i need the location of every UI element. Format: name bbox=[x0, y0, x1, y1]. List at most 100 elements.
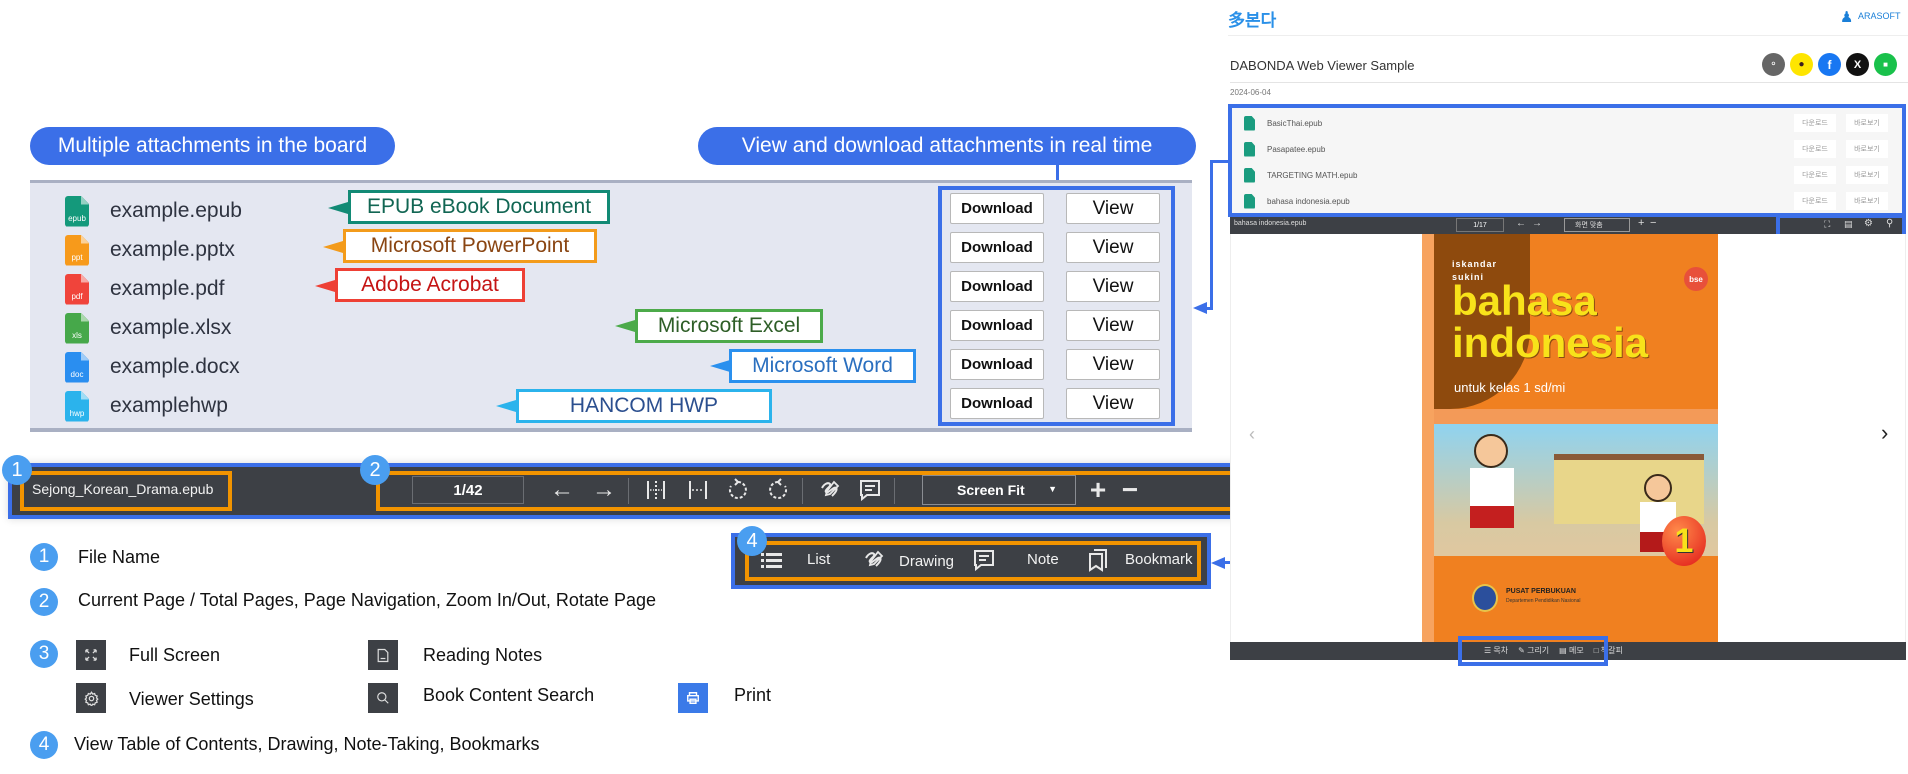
view-button[interactable]: View bbox=[1066, 271, 1160, 302]
arrow-right-icon[interactable]: → bbox=[592, 476, 616, 503]
file-row-epub[interactable]: epub example.epub bbox=[65, 195, 242, 227]
arrow-right-icon[interactable]: → bbox=[1532, 218, 1542, 229]
chevron-left-icon[interactable]: ‹ bbox=[1249, 424, 1255, 444]
drawing-pen-icon[interactable] bbox=[816, 476, 844, 504]
note-label[interactable]: Note bbox=[1027, 551, 1059, 568]
rotate-right-icon[interactable] bbox=[764, 476, 792, 504]
bookmark-label[interactable]: Bookmark bbox=[1125, 551, 1193, 568]
share-kakao-icon[interactable]: ● bbox=[1790, 53, 1813, 76]
file-name[interactable]: example.xlsx bbox=[110, 316, 232, 339]
fit-height-icon[interactable] bbox=[642, 476, 670, 504]
attachment-name[interactable]: Pasapatee.epub bbox=[1267, 144, 1326, 154]
list-icon[interactable] bbox=[759, 547, 785, 573]
file-row-hwp[interactable]: hwp examplehwp bbox=[65, 390, 228, 422]
attachment-name[interactable]: TARGETING MATH.epub bbox=[1267, 170, 1358, 180]
separator bbox=[894, 478, 895, 504]
viewer-view-button[interactable]: 바로보기 bbox=[1846, 166, 1888, 184]
search-icon[interactable]: ⚲ bbox=[1886, 218, 1894, 229]
tag-pointer bbox=[328, 202, 348, 214]
attachment-name[interactable]: bahasa indonesia.epub bbox=[1267, 196, 1350, 206]
view-button[interactable]: View bbox=[1066, 310, 1160, 341]
tag-pointer bbox=[323, 241, 343, 253]
arrow-left-icon[interactable]: ← bbox=[550, 476, 574, 503]
viewer-download-button[interactable]: 다운로드 bbox=[1794, 166, 1836, 184]
file-name[interactable]: example.pptx bbox=[110, 238, 235, 261]
legend-viewer-settings: Viewer Settings bbox=[129, 689, 254, 709]
rotate-left-icon[interactable] bbox=[724, 476, 752, 504]
legend-navigation: Current Page / Total Pages, Page Navigat… bbox=[78, 590, 657, 610]
zoom-out-icon[interactable]: − bbox=[1650, 217, 1657, 229]
viewer-attachment-row[interactable]: Pasapatee.epub bbox=[1244, 138, 1325, 160]
pdf-file-icon: pdf bbox=[65, 273, 89, 305]
view-button[interactable]: View bbox=[1066, 232, 1160, 263]
download-button[interactable]: Download bbox=[950, 232, 1044, 263]
file-row-pdf[interactable]: pdf example.pdf bbox=[65, 273, 224, 305]
mini-zoom-select[interactable]: 화면 맞춤 bbox=[1564, 218, 1630, 232]
share-x-icon[interactable]: X bbox=[1846, 53, 1869, 76]
viewer-view-button[interactable]: 바로보기 bbox=[1846, 114, 1888, 132]
attachment-name[interactable]: BasicThai.epub bbox=[1267, 118, 1323, 128]
web-viewer-sample: 多본다 ♟ ARASOFT DABONDA Web Viewer Sample … bbox=[1228, 0, 1908, 774]
view-button[interactable]: View bbox=[1066, 349, 1160, 380]
view-button[interactable]: View bbox=[1066, 193, 1160, 224]
reading-notes-icon[interactable]: ▤ bbox=[1844, 219, 1853, 229]
bookmark-menu-item[interactable]: □ 책갈피 bbox=[1593, 646, 1623, 655]
cover-boy bbox=[1644, 474, 1672, 502]
file-name[interactable]: examplehwp bbox=[110, 394, 228, 417]
download-button[interactable]: Download bbox=[950, 388, 1044, 419]
legend-badge-4: 4 bbox=[30, 731, 58, 759]
tag-xlsx: Microsoft Excel bbox=[635, 309, 823, 343]
share-link-icon[interactable]: ⚬ bbox=[1762, 53, 1785, 76]
file-row-pptx[interactable]: ppt example.pptx bbox=[65, 234, 235, 266]
arrow-left-icon[interactable]: ← bbox=[1516, 218, 1526, 229]
drawing-label[interactable]: Drawing bbox=[899, 553, 955, 570]
viewer-attachment-row[interactable]: TARGETING MATH.epub bbox=[1244, 164, 1357, 186]
note-icon[interactable] bbox=[856, 476, 884, 504]
zoom-select[interactable]: Screen Fit ▼ bbox=[922, 475, 1076, 505]
note-icon[interactable] bbox=[971, 547, 997, 573]
badge-4: 4 bbox=[737, 526, 767, 556]
brand-logo[interactable]: ARASOFT bbox=[1858, 11, 1901, 21]
viewer-page-area: ‹ › iskandar sukini bse bahasa indonesia… bbox=[1230, 234, 1906, 642]
toc-menu-item[interactable]: ☰ 목차 bbox=[1484, 646, 1509, 655]
file-name[interactable]: example.pdf bbox=[110, 277, 225, 300]
list-label[interactable]: List bbox=[807, 551, 831, 568]
draw-menu-item[interactable]: ✎ 그리기 bbox=[1518, 646, 1550, 655]
download-button[interactable]: Download bbox=[950, 193, 1044, 224]
fit-width-icon[interactable] bbox=[684, 476, 712, 504]
mini-page-indicator[interactable]: 1/17 bbox=[1456, 218, 1504, 232]
drawing-pen-icon[interactable] bbox=[861, 547, 887, 573]
memo-menu-item[interactable]: ▤ 메모 bbox=[1559, 646, 1584, 655]
chevron-right-icon[interactable]: › bbox=[1881, 420, 1889, 445]
view-button[interactable]: View bbox=[1066, 388, 1160, 419]
viewer-attachment-list: BasicThai.epub Pasapatee.epub TARGETING … bbox=[1228, 104, 1906, 217]
bookmark-icon[interactable] bbox=[1085, 547, 1111, 573]
viewer-download-button[interactable]: 다운로드 bbox=[1794, 114, 1836, 132]
viewer-download-button[interactable]: 다운로드 bbox=[1794, 140, 1836, 158]
file-name[interactable]: example.epub bbox=[110, 199, 242, 222]
share-blog-icon[interactable]: ■ bbox=[1874, 53, 1897, 76]
epub-file-icon bbox=[1244, 115, 1255, 131]
download-button[interactable]: Download bbox=[950, 271, 1044, 302]
file-row-xlsx[interactable]: xls example.xlsx bbox=[65, 312, 231, 344]
viewer-download-button[interactable]: 다운로드 bbox=[1794, 192, 1836, 210]
page-indicator[interactable]: 1/42 bbox=[412, 476, 524, 504]
share-facebook-icon[interactable]: f bbox=[1818, 53, 1841, 76]
zoom-out-icon[interactable]: − bbox=[1121, 474, 1139, 505]
site-logo[interactable]: 多본다 bbox=[1228, 11, 1277, 30]
viewer-view-button[interactable]: 바로보기 bbox=[1846, 140, 1888, 158]
connector-arrow bbox=[1193, 302, 1207, 314]
fullscreen-icon[interactable]: ⛶ bbox=[1824, 219, 1831, 229]
viewer-attachment-row[interactable]: bahasa indonesia.epub bbox=[1244, 190, 1350, 212]
badge-1: 1 bbox=[2, 455, 32, 485]
tag-epub: EPUB eBook Document bbox=[348, 190, 610, 224]
zoom-in-icon[interactable]: + bbox=[1638, 217, 1645, 229]
settings-gear-icon[interactable]: ⚙ bbox=[1864, 218, 1873, 229]
file-name[interactable]: example.docx bbox=[110, 355, 240, 378]
zoom-in-icon[interactable]: + bbox=[1089, 474, 1107, 505]
download-button[interactable]: Download bbox=[950, 310, 1044, 341]
viewer-attachment-row[interactable]: BasicThai.epub bbox=[1244, 112, 1322, 134]
download-button[interactable]: Download bbox=[950, 349, 1044, 380]
viewer-view-button[interactable]: 바로보기 bbox=[1846, 192, 1888, 210]
file-row-docx[interactable]: doc example.docx bbox=[65, 351, 240, 383]
